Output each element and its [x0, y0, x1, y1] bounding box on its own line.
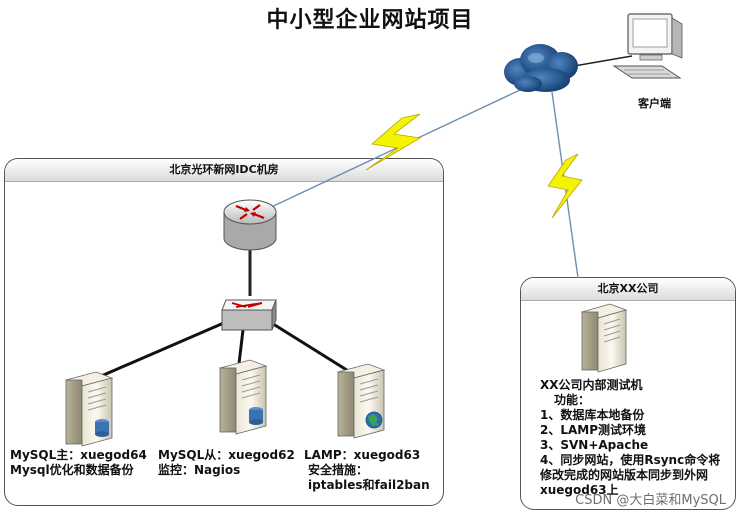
- office-function-5: 修改完成的网站版本同步到外网: [540, 468, 709, 482]
- server-1-line1: MySQL主：xuegod64: [10, 448, 147, 462]
- office-server-text: XX公司内部测试机 功能： 1、数据库本地备份 2、LAMP测试环境 3、SVN…: [540, 378, 720, 498]
- server-1-line2: Mysql优化和数据备份: [10, 463, 134, 477]
- lightning-bolt-office: [547, 153, 583, 219]
- office-function-6: xuegod63上: [540, 483, 619, 497]
- link-cloud-client: [573, 55, 633, 67]
- office-function-3: 3、SVN+Apache: [540, 438, 649, 452]
- client-label: 客户端: [638, 97, 671, 110]
- office-server-heading: XX公司内部测试机: [540, 378, 643, 392]
- server-3-line1: LAMP：xuegod63: [304, 448, 421, 462]
- page-title: 中小型企业网站项目: [266, 8, 474, 33]
- server-3-line3: iptables和fail2ban: [308, 478, 430, 492]
- office-function-4: 4、同步网站，使用Rsync命令将: [540, 453, 721, 467]
- office-function-1: 1、数据库本地备份: [540, 408, 645, 422]
- office-box: 北京XX公司: [520, 277, 736, 510]
- office-functions-label: 功能：: [554, 393, 591, 407]
- server-2-label: MySQL从：xuegod62 监控：Nagios: [158, 448, 295, 478]
- lightning-bolt-idc: [365, 113, 422, 171]
- server-3-icon: [336, 363, 386, 439]
- server-2-icon: [218, 359, 268, 435]
- link-cloud-router: [264, 89, 521, 211]
- server-2-line2: 监控：Nagios: [158, 463, 241, 477]
- link-switch-server1: [91, 320, 227, 382]
- router-icon: [223, 199, 277, 251]
- internet-cloud-icon: [504, 44, 578, 92]
- server-1-label: MySQL主：xuegod64 Mysql优化和数据备份: [10, 448, 147, 478]
- office-title: 北京XX公司: [521, 278, 735, 301]
- server-3-line2: 安全措施：: [308, 463, 369, 477]
- server-3-label: LAMP：xuegod63 安全措施： iptables和fail2ban: [304, 448, 430, 493]
- idc-room-title: 北京光环新网IDC机房: [5, 159, 443, 182]
- link-switch-server3: [269, 320, 351, 374]
- switch-icon: [221, 299, 277, 331]
- office-server-icon: [580, 303, 628, 373]
- server-2-line1: MySQL从：xuegod62: [158, 448, 295, 462]
- server-1-icon: [64, 371, 114, 447]
- watermark: CSDN @大白菜和MySQL: [575, 493, 726, 508]
- office-function-2: 2、LAMP测试环境: [540, 423, 647, 437]
- client-computer-icon: [612, 13, 683, 79]
